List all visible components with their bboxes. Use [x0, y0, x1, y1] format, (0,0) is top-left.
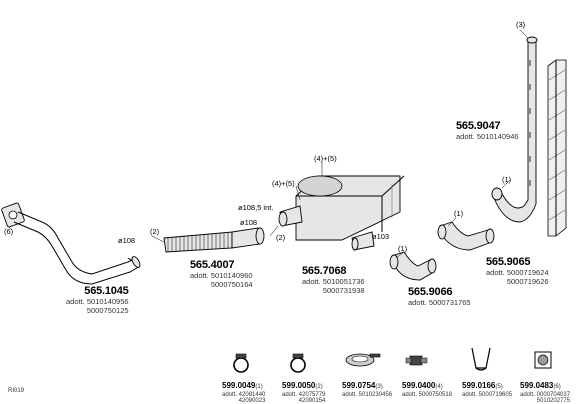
diagram-code: RI019	[8, 388, 25, 394]
callout-3: (3)	[516, 20, 526, 29]
accessory-adott: adott. 5010230456	[342, 392, 393, 398]
part-565-9065[interactable]: 565.9065 adott. 5000719624 5000719626	[486, 257, 549, 285]
accessory-item[interactable]: 599.0754(3) adott. 5010230456	[342, 376, 393, 399]
accessory-index: (3)	[375, 384, 383, 390]
flange-gasket-icon	[534, 351, 552, 369]
alt-number: 5000750125	[86, 305, 129, 315]
part-565-4007[interactable]: 565.4007 adott. 5010140960 5000750164	[190, 260, 253, 288]
accessory-adott: adott. 42081440	[222, 392, 266, 398]
accessory-number: 599.0166	[462, 381, 496, 390]
part-565-9047[interactable]: 565.9047 adott. 5010140946	[456, 121, 519, 141]
callout-4-5: (4)+(5)	[272, 179, 295, 188]
clamp-icon	[290, 353, 306, 373]
tail-pipe-565-9047[interactable]	[491, 36, 567, 237]
diameter-label: ø108,5 int.	[238, 203, 274, 212]
accessory-number: 599.0483	[520, 381, 554, 390]
accessory-number: 599.0754	[342, 381, 376, 390]
accessory-index: (1)	[255, 384, 263, 390]
diameter-label: ø108	[240, 218, 258, 227]
clamp-icon	[233, 353, 249, 373]
adott-number: adott. 5010140960	[190, 271, 253, 280]
adott-number: adott. 5000731765	[408, 298, 471, 307]
part-565-9066[interactable]: 565.9066 adott. 5000731765	[408, 287, 471, 307]
accessory-item[interactable]: 599.0166(5) adott. 5000719605	[462, 376, 513, 399]
accessory-index: (4)	[435, 384, 443, 390]
accessory-item[interactable]: 599.0400(4) adott. 5000750518	[402, 376, 453, 399]
accessory-alt: 42090023	[238, 398, 266, 404]
accessory-alt: 5010202775	[536, 398, 571, 404]
diameter-label: ø103	[372, 232, 390, 241]
bracket-icon	[471, 347, 491, 371]
callout-4-5: (4)+(5)	[314, 154, 337, 163]
part-number: 565.4007	[190, 259, 235, 271]
callout-6: (6)	[4, 227, 14, 236]
adott-number: adott. 5000719624	[486, 268, 549, 277]
adott-number: adott. 5010140956	[66, 297, 129, 306]
rubber-mount-icon	[405, 355, 428, 366]
leader-lines	[7, 29, 529, 259]
callout-2: (2)	[276, 233, 286, 242]
callout-1: (1)	[502, 175, 512, 184]
alt-number: 5000731938	[322, 285, 365, 295]
callout-1: (1)	[454, 209, 464, 218]
bent-pipe-565-9065[interactable]	[437, 221, 495, 251]
bent-pipe-565-9066[interactable]	[389, 251, 437, 281]
part-number: 565.1045	[84, 285, 129, 297]
silencer-565-7068[interactable]	[278, 175, 405, 251]
diameter-label: ø108	[118, 236, 136, 245]
accessory-number: 599.0049	[222, 381, 256, 390]
accessory-adott: adott. 5000750518	[402, 392, 453, 398]
flex-pipe-565-4007[interactable]	[163, 227, 265, 253]
part-number: 565.9047	[456, 120, 501, 132]
callout-1: (1)	[398, 244, 408, 253]
part-number: 565.9066	[408, 286, 453, 298]
alt-number: 5000750164	[210, 279, 253, 289]
accessory-index: (5)	[495, 384, 503, 390]
accessory-adott: adott. 5000719605	[462, 392, 513, 398]
accessory-adott: adott. 0000704037	[520, 392, 571, 398]
accessory-index: (2)	[315, 384, 323, 390]
part-number: 565.7068	[302, 265, 347, 277]
gasket-ring-icon	[345, 353, 381, 367]
accessory-adott: adott. 42075779	[282, 392, 326, 398]
accessory-number: 599.0400	[402, 381, 436, 390]
part-565-1045[interactable]: 565.1045 adott. 5010140956 5000750125	[66, 286, 129, 314]
accessory-index: (6)	[553, 384, 561, 390]
callout-2: (2)	[150, 227, 160, 236]
adott-number: adott. 5010051736	[302, 277, 365, 286]
accessory-alt: 42090154	[298, 398, 326, 404]
front-pipe-565-1045[interactable]	[1, 202, 141, 285]
part-565-7068[interactable]: 565.7068 adott. 5010051736 5000731938	[302, 266, 365, 294]
alt-number: 5000719626	[506, 276, 549, 286]
part-number: 565.9065	[486, 256, 531, 268]
adott-number: adott. 5010140946	[456, 132, 519, 141]
accessory-number: 599.0050	[282, 381, 316, 390]
